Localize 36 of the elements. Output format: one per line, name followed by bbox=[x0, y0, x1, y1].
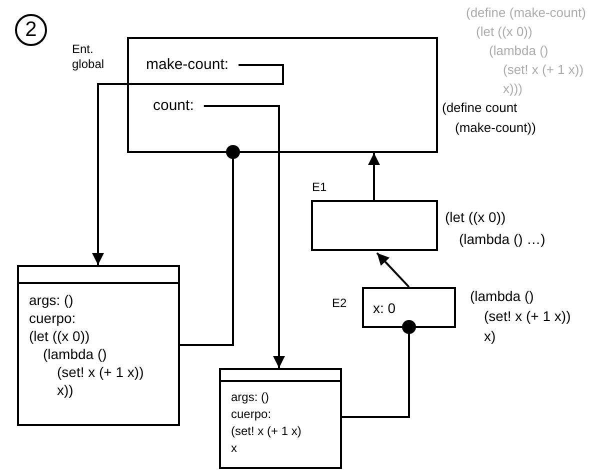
code-line: x bbox=[231, 442, 237, 454]
code-line: (set! x (+ 1 x)) bbox=[484, 309, 571, 323]
step-number: 2 bbox=[25, 18, 37, 42]
code-line: (let ((x 0)) bbox=[29, 329, 90, 343]
procedure-object bbox=[17, 265, 180, 426]
code-line: (make-count)) bbox=[455, 121, 536, 134]
binding-label: x: 0 bbox=[373, 301, 396, 315]
code-line: (lambda () bbox=[470, 289, 534, 303]
code-line: (set! x (+ 1 x) bbox=[231, 425, 302, 437]
code-line: (lambda () …) bbox=[459, 232, 546, 246]
code-line: x) bbox=[484, 329, 496, 343]
code-line: (let ((x 0)) bbox=[445, 210, 506, 224]
arrow bbox=[368, 153, 380, 200]
code-line: cuerpo: bbox=[231, 408, 272, 420]
code-line: (define (make-count) bbox=[466, 6, 586, 19]
arrow bbox=[376, 252, 410, 288]
frame-label: E1 bbox=[312, 180, 328, 195]
code-line: (lambda () bbox=[489, 44, 548, 57]
code-line: (set! x (+ 1 x)) bbox=[57, 365, 144, 379]
code-line: (set! x (+ 1 x)) bbox=[503, 63, 584, 76]
code-line: (let ((x 0)) bbox=[476, 25, 532, 38]
binding-label: make-count: bbox=[146, 56, 230, 73]
code-line: x)) bbox=[57, 383, 74, 397]
code-line: args: () bbox=[231, 391, 270, 403]
code-line: (define count bbox=[442, 101, 518, 114]
arrow bbox=[204, 105, 285, 368]
code-line: x))) bbox=[503, 82, 522, 95]
code-line: args: () bbox=[29, 293, 74, 307]
arrow bbox=[92, 64, 284, 265]
frame-label: E2 bbox=[332, 296, 348, 311]
code-line: (lambda () bbox=[43, 347, 107, 361]
binding-label: count: bbox=[153, 97, 195, 114]
code-line: cuerpo: bbox=[29, 311, 76, 325]
procedure-object bbox=[219, 368, 342, 469]
frame-label: Ent. global bbox=[72, 42, 106, 72]
step-number-circle bbox=[15, 14, 47, 46]
